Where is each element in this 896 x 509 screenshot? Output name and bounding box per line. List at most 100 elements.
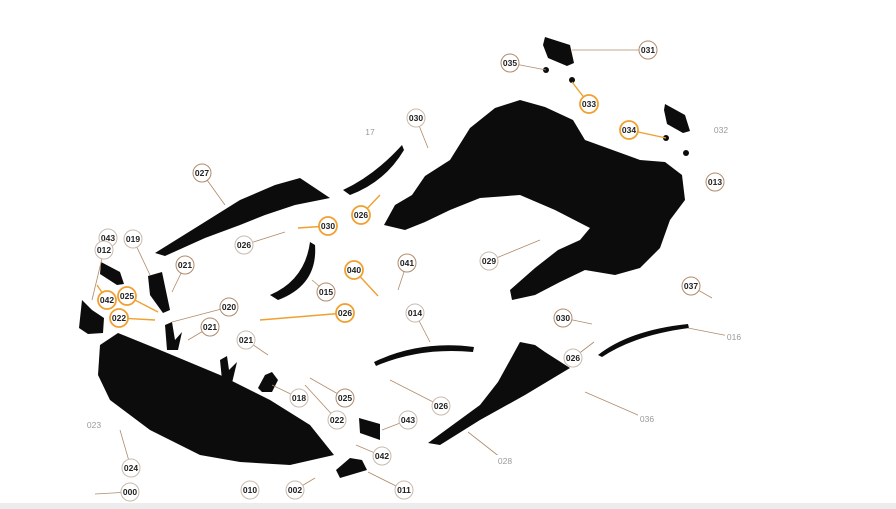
callout-label: 021 xyxy=(239,335,253,345)
part-corner-bracket[interactable] xyxy=(79,300,104,334)
part-016-trim[interactable] xyxy=(598,324,689,357)
part-027-side-panel[interactable] xyxy=(155,178,330,256)
callout-026[interactable]: 026 xyxy=(351,194,381,225)
callout-021[interactable]: 021 xyxy=(187,317,220,341)
callout-037[interactable]: 037 xyxy=(681,276,713,299)
callout-042[interactable]: 042 xyxy=(355,444,392,466)
callout-label: 015 xyxy=(319,287,333,297)
callout-021[interactable]: 021 xyxy=(171,255,195,293)
callout-circle xyxy=(327,410,347,430)
part-014-trim[interactable] xyxy=(374,345,474,366)
part-012-bracket[interactable] xyxy=(100,262,124,285)
callout-label: 036 xyxy=(640,414,654,424)
callout-027[interactable]: 027 xyxy=(192,163,226,206)
callout-026[interactable]: 026 xyxy=(389,379,451,416)
part-028-side-panel[interactable] xyxy=(428,342,570,445)
callout-011[interactable]: 011 xyxy=(367,471,414,500)
callout-030[interactable]: 030 xyxy=(406,108,429,149)
leader-line xyxy=(389,379,442,407)
callout-000[interactable]: 000 xyxy=(94,482,140,502)
callout-circle xyxy=(394,480,414,500)
callout-013[interactable]: 013 xyxy=(705,172,725,192)
callout-012[interactable]: 012 xyxy=(91,240,114,301)
callout-circle xyxy=(479,251,499,271)
callout-031[interactable]: 031 xyxy=(572,40,658,60)
callout-circle xyxy=(681,276,701,296)
callout-016[interactable]: 016 xyxy=(687,327,743,343)
callout-label: 022 xyxy=(112,313,126,323)
callout-033[interactable]: 033 xyxy=(571,81,599,114)
part-011-bracket[interactable] xyxy=(336,458,367,478)
callout-043[interactable]: 043 xyxy=(381,410,418,431)
callout-circle xyxy=(405,303,425,323)
callout-036[interactable]: 036 xyxy=(584,391,656,425)
callout-circle xyxy=(192,163,212,183)
part-019-bracket[interactable] xyxy=(148,272,170,313)
callout-028[interactable]: 028 xyxy=(467,431,514,467)
callout-018[interactable]: 018 xyxy=(271,384,309,408)
callout-025[interactable]: 025 xyxy=(117,286,159,313)
callout-label: 010 xyxy=(243,485,257,495)
callout-002[interactable]: 002 xyxy=(285,477,316,500)
callout-010[interactable]: 010 xyxy=(240,480,260,500)
callout-circle xyxy=(97,290,117,310)
callout-026[interactable]: 026 xyxy=(259,303,355,323)
callout-022[interactable]: 022 xyxy=(109,308,156,328)
part-015-arch-liner[interactable] xyxy=(270,242,316,300)
callout-label: 030 xyxy=(409,113,423,123)
callout-label: 013 xyxy=(708,177,722,187)
callout-label: 012 xyxy=(97,245,111,255)
part-clip[interactable] xyxy=(683,150,689,156)
callout-035[interactable]: 035 xyxy=(500,53,547,73)
callout-029[interactable]: 029 xyxy=(479,239,541,271)
callout-022[interactable]: 022 xyxy=(304,384,347,430)
callout-032[interactable]: 032 xyxy=(714,125,728,135)
callout-circle xyxy=(120,482,140,502)
part-031-bracket-top[interactable] xyxy=(543,37,574,66)
callout-023[interactable]: 023 xyxy=(87,420,101,430)
callout-034[interactable]: 034 xyxy=(619,120,667,140)
leader-line xyxy=(171,306,230,323)
callout-label: 026 xyxy=(237,240,251,250)
callout-circle xyxy=(372,446,392,466)
callout-025[interactable]: 025 xyxy=(309,377,355,408)
callout-019[interactable]: 019 xyxy=(123,229,151,276)
callout-041[interactable]: 041 xyxy=(397,253,417,291)
part-033-clip[interactable] xyxy=(569,77,575,83)
callout-040[interactable]: 040 xyxy=(344,260,379,297)
callout-label: 022 xyxy=(330,415,344,425)
callout-circle xyxy=(200,317,220,337)
part-026-arch-trim[interactable] xyxy=(343,145,404,195)
callout-circle xyxy=(240,480,260,500)
callout-label: 033 xyxy=(582,99,596,109)
callout-014[interactable]: 014 xyxy=(405,303,431,343)
callout-021[interactable]: 021 xyxy=(236,330,269,356)
part-020-bracket-left[interactable] xyxy=(165,322,182,350)
callout-17[interactable]: 17 xyxy=(365,127,375,137)
callout-030[interactable]: 030 xyxy=(553,308,593,328)
part-018-bracket[interactable] xyxy=(258,372,278,392)
callout-026[interactable]: 026 xyxy=(234,231,286,255)
callout-label: 043 xyxy=(401,415,415,425)
part-043-plate[interactable] xyxy=(359,418,380,440)
callout-label: 042 xyxy=(100,295,114,305)
callout-label: 023 xyxy=(87,420,101,430)
callout-030[interactable]: 030 xyxy=(297,216,338,236)
part-031-bracket-right[interactable] xyxy=(664,104,690,133)
callout-circle xyxy=(619,120,639,140)
callout-024[interactable]: 024 xyxy=(119,429,141,478)
part-underbody-main[interactable] xyxy=(384,100,685,300)
callout-015[interactable]: 015 xyxy=(311,279,336,302)
leader-line xyxy=(259,312,346,321)
callout-042[interactable]: 042 xyxy=(96,284,117,310)
callout-label: 040 xyxy=(347,265,361,275)
callout-020[interactable]: 020 xyxy=(171,297,239,323)
callout-circle xyxy=(553,308,573,328)
callout-026[interactable]: 026 xyxy=(563,341,595,368)
callout-circle xyxy=(117,286,137,306)
callout-label: 028 xyxy=(498,456,512,466)
part-front-undertray[interactable] xyxy=(98,333,334,465)
part-020-bracket-right[interactable] xyxy=(220,356,237,383)
callout-label: 026 xyxy=(338,308,352,318)
callout-label: 011 xyxy=(397,485,411,495)
